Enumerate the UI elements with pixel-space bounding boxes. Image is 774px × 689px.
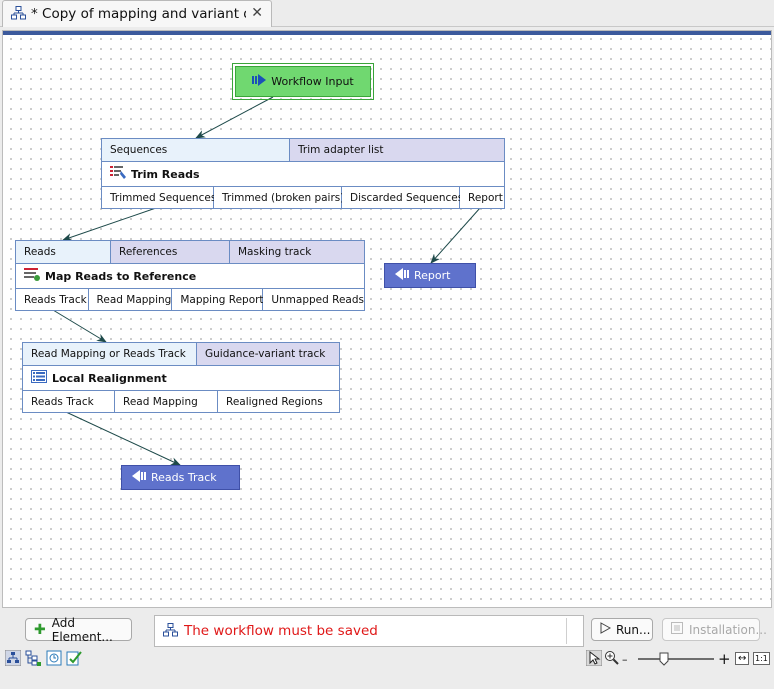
hierarchy-view-icon[interactable] — [25, 650, 41, 666]
connector-trim-to-report — [430, 207, 481, 264]
output-port-realigned-regions[interactable]: Realigned Regions — [218, 391, 339, 412]
add-element-label: Add Element... — [51, 615, 113, 644]
status-message: The workflow must be saved — [184, 623, 378, 639]
output-port-trimmed-broken-pairs[interactable]: Trimmed (broken pairs) — [214, 187, 344, 208]
installation-label: Installation... — [689, 622, 767, 637]
installation-icon — [671, 622, 683, 637]
reads-track-output-node[interactable]: Reads Track — [121, 465, 240, 490]
connection-lines — [52, 96, 481, 466]
output-port-reads-track-realign[interactable]: Reads Track — [23, 391, 115, 412]
workflow-canvas[interactable]: Workflow Input Sequences Trim adapter li… — [2, 30, 772, 608]
fit-width-button[interactable]: ↔ — [735, 652, 750, 665]
local-realignment-icon — [31, 370, 47, 386]
zoom-in-icon[interactable] — [604, 650, 620, 666]
trim-reads-title[interactable]: Trim Reads — [102, 161, 504, 186]
run-label: Run... — [616, 622, 651, 637]
local-realignment-label: Local Realignment — [52, 371, 167, 385]
trim-reads-icon — [110, 166, 126, 182]
trim-reads-label: Trim Reads — [131, 167, 200, 181]
input-port-references[interactable]: References — [111, 241, 230, 263]
map-reads-element[interactable]: Reads References Masking track Map Reads… — [15, 240, 365, 311]
zoom-out-button[interactable]: – — [622, 652, 628, 666]
reads-track-output-label: Reads Track — [151, 471, 217, 484]
input-port-sequences[interactable]: Sequences — [102, 139, 290, 161]
input-port-masking-track[interactable]: Masking track — [230, 241, 364, 263]
installation-button[interactable]: Installation... — [662, 618, 767, 641]
input-port-reads[interactable]: Reads — [16, 241, 111, 263]
output-port-discarded-sequences[interactable]: Discarded Sequences — [342, 187, 463, 208]
status-divider — [566, 618, 567, 644]
run-button[interactable]: Run... — [591, 618, 653, 641]
map-reads-icon — [24, 268, 40, 284]
map-reads-title[interactable]: Map Reads to Reference — [16, 263, 364, 288]
connector-trim-to-map — [62, 207, 157, 241]
bottom-bar: ✚ Add Element... The workflow must be sa… — [0, 610, 774, 689]
tab-bar: * Copy of mapping and variant d... ✕ — [0, 0, 774, 27]
input-arrow-icon — [252, 74, 267, 89]
workflow-icon — [11, 5, 26, 23]
zoom-slider[interactable] — [638, 650, 714, 668]
output-port-read-mapping[interactable]: Read Mapping — [88, 289, 173, 310]
add-element-button[interactable]: ✚ Add Element... — [25, 615, 132, 644]
workflow-input-label: Workflow Input — [271, 75, 354, 88]
report-output-label: Report — [414, 269, 451, 282]
output-port-trimmed-sequences[interactable]: Trimmed Sequences — [102, 187, 216, 208]
trim-reads-element[interactable]: Sequences Trim adapter list Trim Reads T… — [101, 138, 505, 209]
workflow-view-icon[interactable] — [4, 649, 22, 667]
actual-size-button[interactable]: 1:1 — [753, 652, 770, 665]
output-port-read-mapping-realign[interactable]: Read Mapping — [115, 391, 218, 412]
play-icon — [600, 622, 612, 637]
connector-map-to-realign — [52, 309, 107, 343]
output-port-unmapped-reads[interactable]: Unmapped Reads — [263, 289, 364, 310]
tab-title: * Copy of mapping and variant d... — [31, 6, 246, 22]
canvas-top-border — [3, 31, 771, 35]
workflow-input-node[interactable]: Workflow Input — [232, 63, 374, 100]
input-port-trim-adapter-list[interactable]: Trim adapter list — [290, 139, 504, 161]
map-reads-label: Map Reads to Reference — [45, 269, 197, 283]
checklist-view-icon[interactable] — [66, 650, 82, 666]
input-port-read-mapping-or-reads-track[interactable]: Read Mapping or Reads Track — [23, 343, 197, 365]
tab-workflow-editor[interactable]: * Copy of mapping and variant d... ✕ — [2, 0, 272, 27]
output-port-mapping-report[interactable]: Mapping Report — [172, 289, 264, 310]
workflow-icon — [163, 622, 178, 640]
output-arrow-icon — [132, 470, 146, 485]
output-arrow-icon — [395, 268, 409, 283]
status-panel: The workflow must be saved — [154, 615, 584, 647]
input-port-guidance-variant-track[interactable]: Guidance-variant track — [197, 343, 339, 365]
pointer-mode-icon[interactable] — [585, 649, 603, 667]
plus-icon: ✚ — [34, 621, 46, 638]
output-port-report[interactable]: Report — [460, 187, 504, 208]
close-icon[interactable]: ✕ — [251, 5, 263, 21]
history-view-icon[interactable] — [46, 650, 62, 666]
local-realignment-title[interactable]: Local Realignment — [23, 365, 339, 390]
local-realignment-element[interactable]: Read Mapping or Reads Track Guidance-var… — [22, 342, 340, 413]
connector-realign-to-output — [65, 411, 181, 466]
output-port-reads-track[interactable]: Reads Track — [16, 289, 89, 310]
zoom-in-button[interactable]: + — [718, 650, 731, 668]
connector-input-to-trim — [195, 96, 274, 139]
report-output-node[interactable]: Report — [384, 263, 476, 288]
